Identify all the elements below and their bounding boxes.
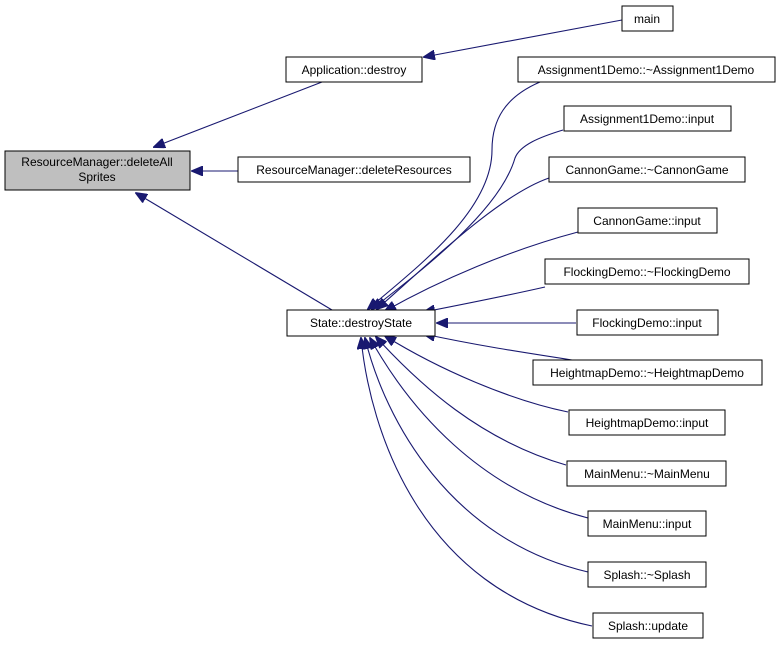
node-caller-10-label: MainMenu::input	[603, 517, 692, 531]
node-caller-7[interactable]: HeightmapDemo::~HeightmapDemo	[532, 359, 763, 386]
node-caller-3[interactable]: CannonGame::~CannonGame	[548, 156, 746, 183]
node-caller-4-label: CannonGame::input	[593, 214, 701, 228]
node-destroy-state-label: State::destroyState	[310, 316, 412, 330]
node-caller-12[interactable]: Splash::update	[592, 612, 704, 639]
node-caller-9[interactable]: MainMenu::~MainMenu	[566, 460, 727, 487]
node-delete-resources-label: ResourceManager::deleteResources	[256, 163, 451, 177]
node-caller-8-label: HeightmapDemo::input	[586, 416, 709, 430]
node-main[interactable]: main	[621, 5, 674, 32]
node-caller-1[interactable]: Assignment1Demo::~Assignment1Demo	[517, 56, 776, 83]
node-app-destroy[interactable]: Application::destroy	[285, 56, 423, 83]
node-caller-10[interactable]: MainMenu::input	[587, 510, 707, 537]
node-caller-4[interactable]: CannonGame::input	[577, 207, 718, 234]
node-caller-11[interactable]: Splash::~Splash	[587, 561, 707, 588]
node-caller-6-label: FlockingDemo::input	[592, 316, 702, 330]
edge-caller-10	[370, 338, 589, 519]
edge-main-to-app-destroy	[424, 19, 623, 57]
edge-caller-9	[376, 337, 567, 466]
edge-caller-4	[385, 231, 579, 311]
node-caller-7-label: HeightmapDemo::~HeightmapDemo	[550, 366, 744, 380]
node-destroy-state[interactable]: State::destroyState	[286, 309, 436, 337]
edge-caller-11	[365, 338, 589, 573]
edge-destroy-state-to-root	[136, 193, 333, 311]
node-caller-2[interactable]: Assignment1Demo::input	[563, 105, 732, 132]
edge-caller-7	[424, 334, 573, 361]
node-root-line1: ResourceManager::deleteAll	[21, 155, 172, 169]
node-main-label: main	[634, 12, 660, 26]
edge-app-destroy-to-root	[154, 81, 323, 147]
node-root-line2: Sprites	[78, 170, 115, 184]
node-caller-2-label: Assignment1Demo::input	[580, 112, 715, 126]
node-caller-8[interactable]: HeightmapDemo::input	[568, 409, 726, 436]
node-delete-resources[interactable]: ResourceManager::deleteResources	[237, 156, 471, 183]
node-caller-6[interactable]: FlockingDemo::input	[576, 309, 719, 336]
edges	[136, 19, 623, 627]
node-caller-5-label: FlockingDemo::~FlockingDemo	[563, 265, 730, 279]
node-caller-12-label: Splash::update	[608, 619, 688, 633]
node-caller-1-label: Assignment1Demo::~Assignment1Demo	[538, 63, 755, 77]
edge-caller-1	[368, 81, 541, 309]
node-caller-5[interactable]: FlockingDemo::~FlockingDemo	[544, 258, 750, 285]
node-root[interactable]: ResourceManager::deleteAll Sprites	[4, 150, 191, 191]
node-caller-3-label: CannonGame::~CannonGame	[565, 163, 728, 177]
edge-caller-5	[424, 286, 546, 312]
node-caller-9-label: MainMenu::~MainMenu	[584, 467, 710, 481]
edge-caller-12	[361, 338, 593, 627]
node-app-destroy-label: Application::destroy	[302, 63, 407, 77]
edge-caller-8	[385, 336, 569, 413]
edge-caller-3	[377, 177, 550, 309]
node-caller-11-label: Splash::~Splash	[603, 568, 690, 582]
